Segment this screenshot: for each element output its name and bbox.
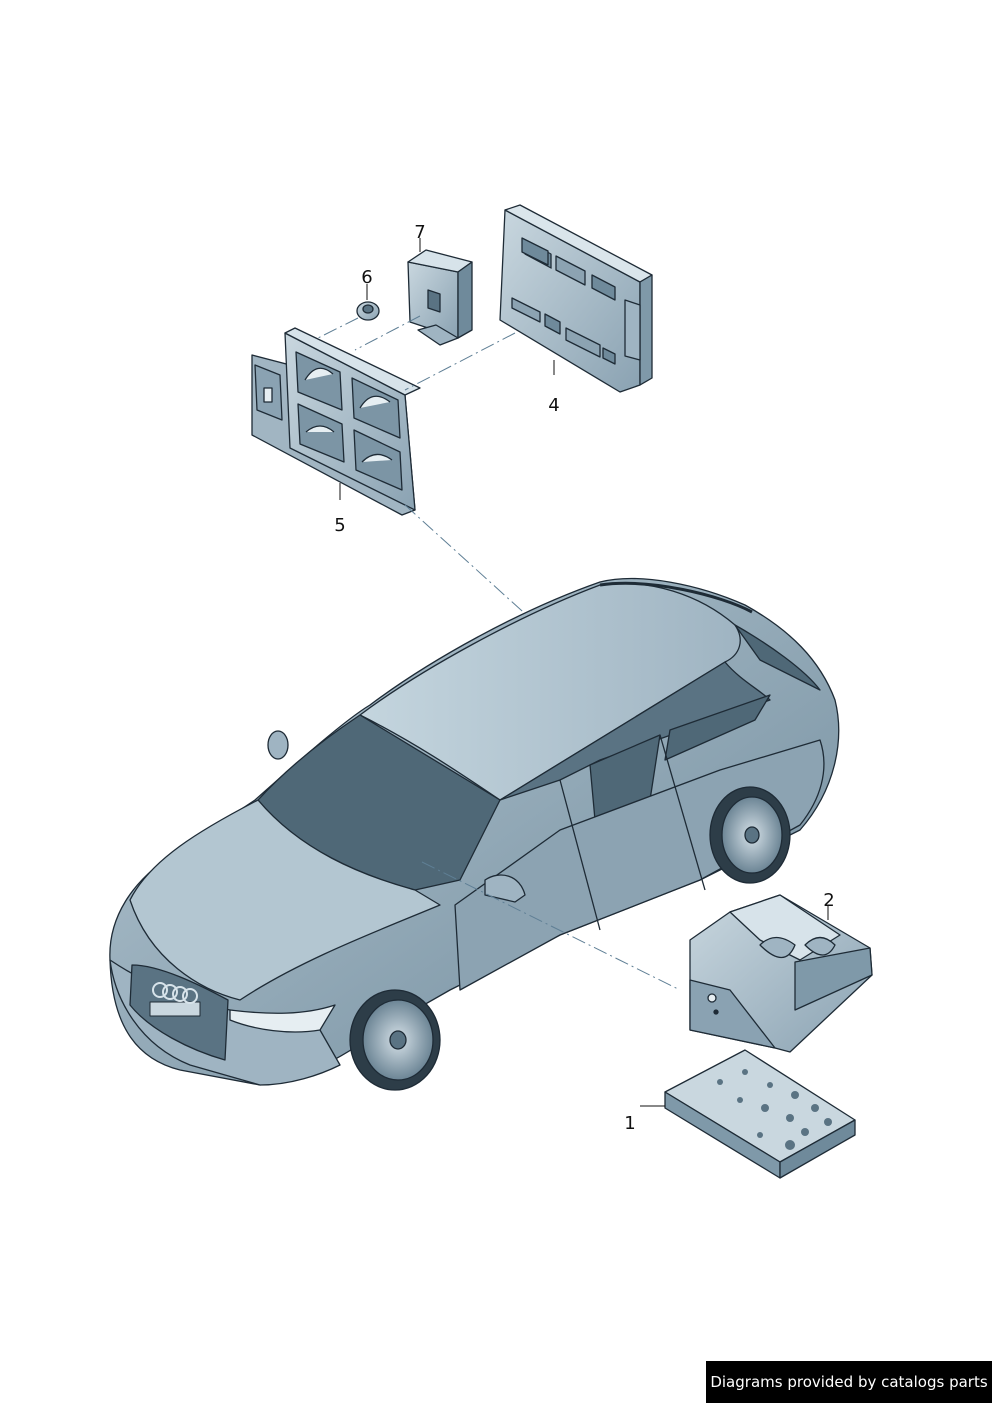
leader-lines — [339, 238, 829, 1107]
callout-1: 1 — [624, 1113, 635, 1134]
callout-2: 2 — [823, 890, 834, 911]
module-part-7 — [407, 249, 473, 346]
credit-banner: Diagrams provided by catalogs parts — [706, 1361, 992, 1403]
assembly-lines-lower — [421, 861, 681, 991]
callout-4: 4 — [548, 395, 559, 416]
control-unit-part-4 — [499, 204, 653, 393]
unit-part-1 — [664, 1049, 856, 1179]
callout-5: 5 — [334, 515, 345, 536]
bracket-part-5 — [251, 327, 421, 516]
holder-part-2 — [689, 894, 873, 1053]
callout-6: 6 — [361, 267, 372, 288]
nut-part-6 — [356, 301, 380, 321]
car-illustration — [109, 577, 840, 1091]
callout-7: 7 — [414, 222, 425, 243]
